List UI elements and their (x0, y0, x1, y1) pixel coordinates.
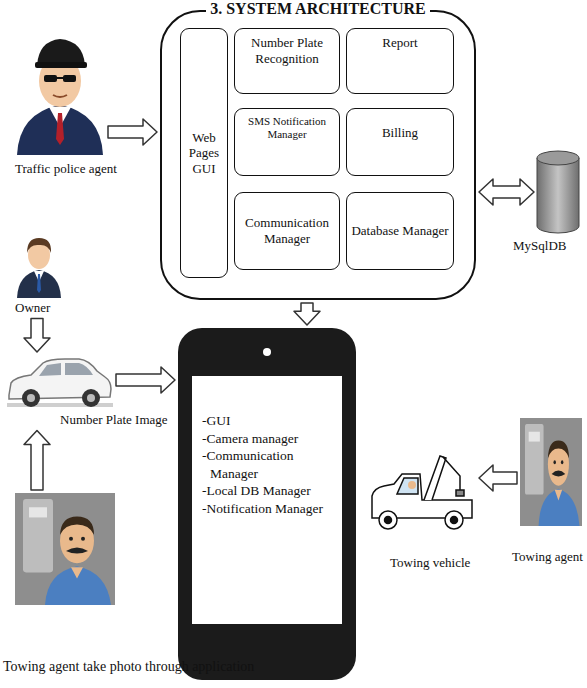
feature-item: -Notification Manager (202, 500, 332, 518)
node-label: Report (382, 35, 417, 51)
block-arrow (479, 179, 534, 205)
block-arrow (108, 119, 157, 145)
block-arrow (24, 319, 50, 352)
towing-agent-icon (15, 493, 115, 605)
owner-actor: Owner (15, 232, 63, 298)
block-arrow (116, 367, 175, 393)
feature-item: -Local DB Manager (202, 482, 332, 500)
node-label: Billing (382, 125, 418, 141)
feature-item: -GUI (202, 412, 332, 430)
actor-label: Towing agent take photo through applicat… (3, 659, 254, 676)
actor-label: Number Plate Image (60, 412, 168, 428)
feature-item: -Communication Manager (202, 447, 332, 482)
car-icon (7, 359, 113, 407)
gui-box: Web Pages GUI (180, 28, 228, 278)
module-box: Report (346, 28, 454, 94)
node-label: Database Manager (351, 223, 448, 239)
police-actor: Traffic police agent (15, 35, 105, 155)
actor-label: Towing agent (512, 549, 583, 565)
title-holder: 3. SYSTEM ARCHITECTURE (150, 0, 486, 18)
module-box: Billing (346, 108, 454, 176)
module-box: Number Plate Recognition (234, 28, 340, 94)
tow-truck-icon (372, 456, 472, 529)
car-icon: Number Plate Image (5, 355, 113, 413)
police-icon (17, 39, 103, 155)
phone-shape (178, 328, 356, 680)
towing-agent: Towing agent take photo through applicat… (15, 493, 115, 605)
server-frame: Web Pages GUI Number Plate Recognition Rep… (160, 10, 476, 300)
block-arrow (294, 303, 320, 325)
node-label: Communication Manager (239, 215, 335, 246)
actor-label: Traffic police agent (15, 161, 117, 177)
feature-list: -GUI-Camera manager-Communication Manage… (202, 412, 332, 517)
towing-agent: Towing agent (520, 418, 582, 526)
actor-label: Owner (15, 300, 50, 316)
module-box: Communication Manager (234, 192, 340, 270)
database-icon (537, 151, 579, 233)
towing-agent-icon (520, 418, 582, 526)
owner-icon (17, 238, 61, 298)
actor-label: Towing vehicle (390, 555, 470, 571)
module-box: Database Manager (346, 192, 454, 270)
block-arrow (24, 431, 50, 490)
node-label: Number Plate Recognition (239, 35, 335, 66)
phone-app: -GUI-Camera manager-Communication Manage… (178, 328, 356, 680)
diagram-title: 3. SYSTEM ARCHITECTURE (206, 0, 430, 17)
node-label: SMS Notification Manager (239, 115, 335, 141)
actor-label: MySqlDB (513, 238, 566, 254)
block-arrow (479, 465, 517, 491)
module-box: SMS Notification Manager (234, 108, 340, 176)
database-cylinder: MySqlDB (537, 150, 579, 234)
tow-truck: Towing vehicle (368, 438, 476, 533)
node-label: Web Pages GUI (185, 130, 223, 177)
feature-item: -Camera manager (202, 430, 332, 448)
